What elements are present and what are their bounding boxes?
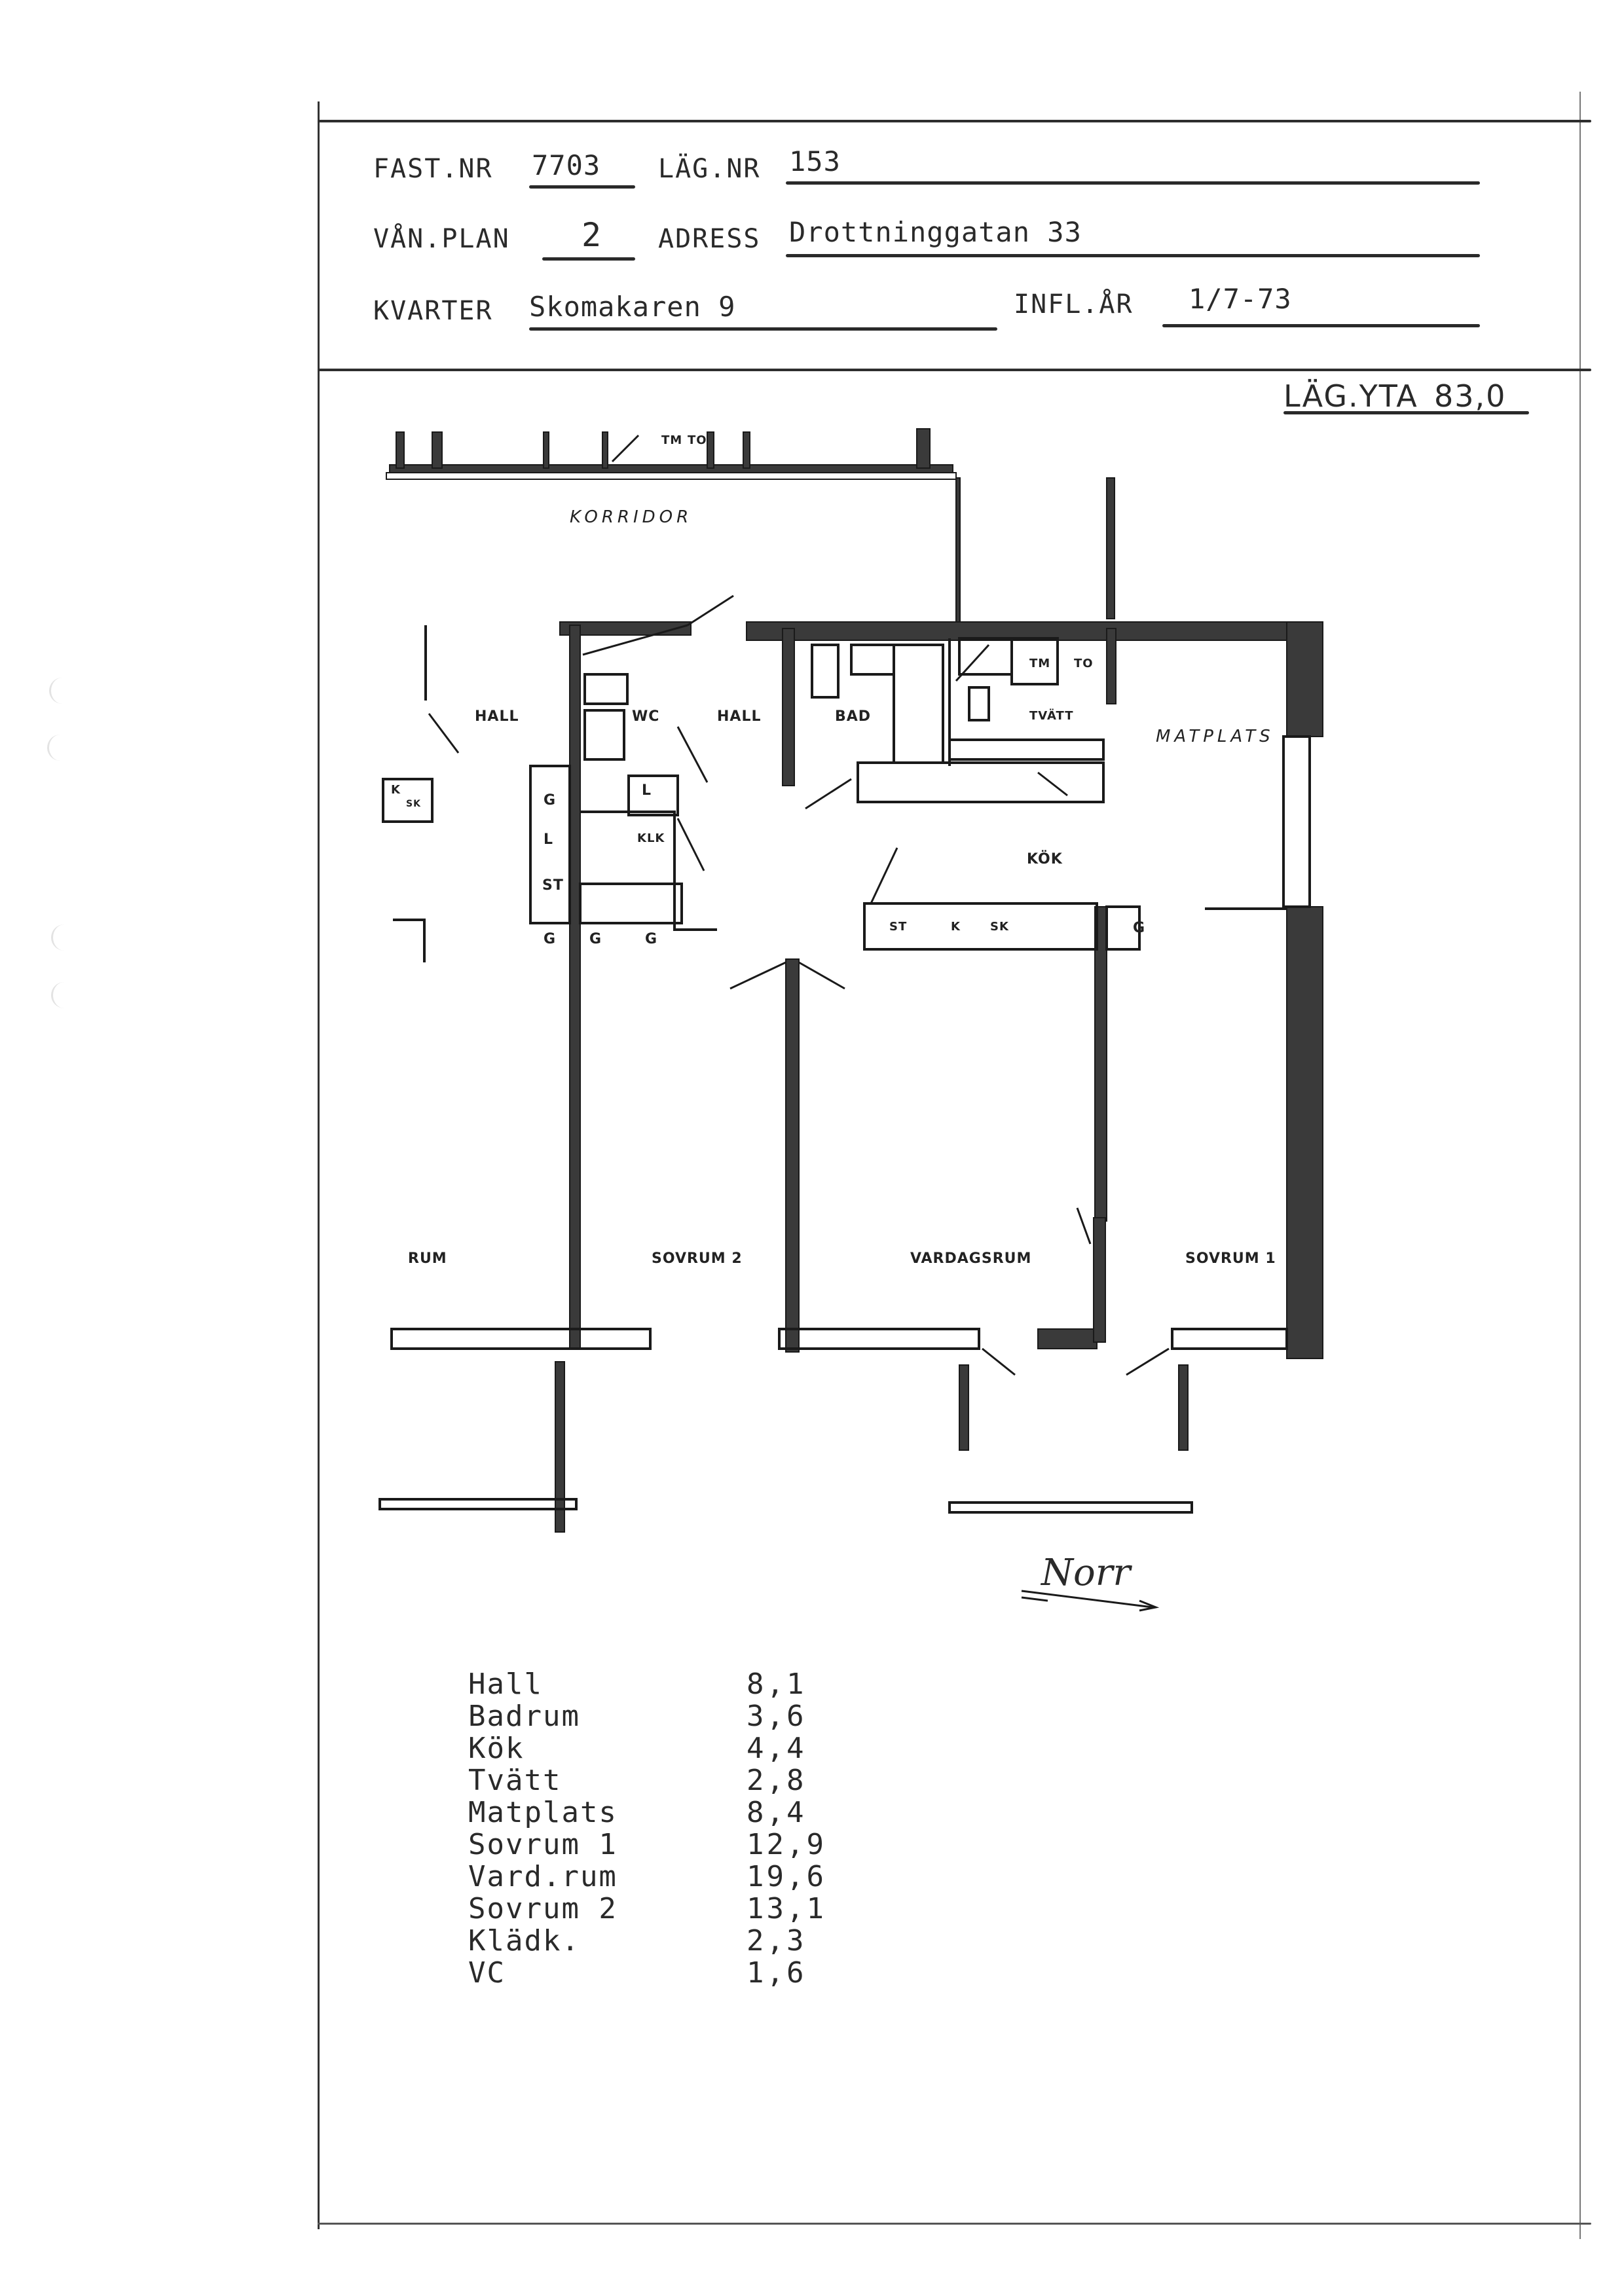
infl-ar-label: INFL.ÅR	[1014, 289, 1134, 319]
infl-ar-value: 1/7-73	[1189, 283, 1292, 315]
room-name: Matplats	[468, 1796, 618, 1829]
fixture-sk-kok: SK	[990, 920, 1009, 934]
table-row: Badrum 3,6	[468, 1700, 826, 1732]
apartment-area-value: 83,0	[1434, 378, 1507, 414]
fixture-sk-left: SK	[406, 799, 421, 809]
apartment-area-underline	[1283, 411, 1529, 414]
room-name: Hall	[468, 1667, 543, 1701]
room-label-rum: RUM	[408, 1250, 447, 1267]
room-name: Tvätt	[468, 1764, 562, 1797]
fast-nr-underline	[529, 185, 635, 189]
north-label: Norr	[1041, 1552, 1131, 1594]
table-row: Vard.rum 19,6	[468, 1861, 826, 1893]
table-row: Tvätt 2,8	[468, 1764, 826, 1796]
room-label-vardagsrum: VARDAGSRUM	[910, 1250, 1032, 1267]
fixture-g-kok: G	[1133, 920, 1146, 936]
fixture-k-kok: K	[951, 920, 961, 934]
room-name: VC	[468, 1956, 506, 1990]
room-label-hall-left: HALL	[475, 708, 519, 725]
fixture-k-left: K	[391, 783, 401, 797]
room-label-korridor: KORRIDOR	[570, 507, 693, 527]
adress-label: ADRESS	[658, 224, 761, 254]
room-area: 4,4	[747, 1732, 807, 1765]
table-row: Hall 8,1	[468, 1668, 826, 1700]
punch-hole	[51, 982, 92, 1008]
room-area: 3,6	[747, 1700, 807, 1733]
room-name: Sovrum 1	[468, 1828, 618, 1861]
table-row: Sovrum 2 13,1	[468, 1893, 826, 1925]
punch-hole	[47, 735, 88, 761]
fixture-st-1: ST	[542, 877, 564, 894]
table-row: Kök 4,4	[468, 1732, 826, 1764]
room-label-tvatt: TVÄTT	[1029, 709, 1074, 723]
fixture-g-4: G	[645, 931, 658, 947]
frame-right-border	[1579, 92, 1581, 2239]
room-area: 2,8	[747, 1764, 807, 1797]
room-area: 8,4	[747, 1796, 807, 1829]
fast-nr-value: 7703	[532, 149, 601, 181]
room-label-sovrum1: SOVRUM 1	[1185, 1250, 1276, 1267]
fast-nr-label: FAST.NR	[373, 154, 493, 184]
room-name: Sovrum 2	[468, 1892, 618, 1925]
room-label-matplats: MATPLATS	[1156, 727, 1274, 746]
room-name: Badrum	[468, 1700, 580, 1733]
kvarter-value: Skomakaren 9	[529, 291, 736, 323]
room-area: 8,1	[747, 1667, 807, 1701]
room-label-klk: KLK	[637, 831, 665, 845]
lag-nr-underline	[786, 181, 1480, 185]
fixture-l-1: L	[544, 831, 554, 848]
table-row: VC 1,6	[468, 1957, 826, 1989]
adress-value: Drottninggatan 33	[789, 216, 1082, 248]
punch-hole	[51, 924, 92, 951]
van-plan-label: VÅN.PLAN	[373, 224, 510, 254]
fixture-st-kok: ST	[889, 920, 908, 934]
van-plan-underline	[542, 257, 635, 261]
infl-ar-underline	[1162, 324, 1480, 327]
fixture-tm-corridor: TM	[661, 433, 683, 447]
room-name: Kök	[468, 1732, 525, 1765]
lag-nr-value: 153	[789, 145, 841, 177]
footer-rule	[318, 2223, 1591, 2225]
fixture-tm: TM	[1029, 657, 1051, 670]
kvarter-label: KVARTER	[373, 296, 493, 326]
table-row: Matplats 8,4	[468, 1796, 826, 1829]
room-name: Vard.rum	[468, 1860, 618, 1893]
room-name: Klädk.	[468, 1924, 580, 1958]
table-row: Sovrum 1 12,9	[468, 1829, 826, 1861]
room-area: 12,9	[747, 1828, 826, 1861]
room-label-wc: WC	[632, 708, 660, 725]
fixture-to: TO	[1074, 657, 1094, 670]
van-plan-value: 2	[581, 216, 602, 254]
room-label-hall: HALL	[717, 708, 762, 725]
room-label-sovrum2: SOVRUM 2	[652, 1250, 743, 1267]
adress-underline	[786, 254, 1480, 257]
apartment-area-label: LÄG.YTA	[1283, 378, 1418, 414]
fixture-g-1: G	[544, 792, 557, 809]
fixture-l-2: L	[642, 782, 652, 799]
room-area: 2,3	[747, 1924, 807, 1958]
room-area: 13,1	[747, 1892, 826, 1925]
table-row: Klädk. 2,3	[468, 1925, 826, 1957]
fixture-to-corridor: TO	[688, 433, 707, 447]
room-label-bad: BAD	[835, 708, 872, 725]
frame-left-border	[318, 101, 320, 2229]
room-area-table: Hall 8,1 Badrum 3,6 Kök 4,4 Tvätt 2,8 Matpla…	[468, 1668, 826, 1989]
header-bottom-rule	[318, 369, 1591, 371]
punch-hole	[49, 678, 90, 704]
header-top-rule	[318, 120, 1591, 122]
room-area: 1,6	[747, 1956, 807, 1990]
room-label-kok: KÖK	[1027, 851, 1063, 867]
fixture-g-2: G	[544, 931, 557, 947]
room-area: 19,6	[747, 1860, 826, 1893]
lag-nr-label: LÄG.NR	[658, 154, 761, 184]
kvarter-underline	[529, 327, 997, 331]
fixture-g-3: G	[589, 931, 602, 947]
